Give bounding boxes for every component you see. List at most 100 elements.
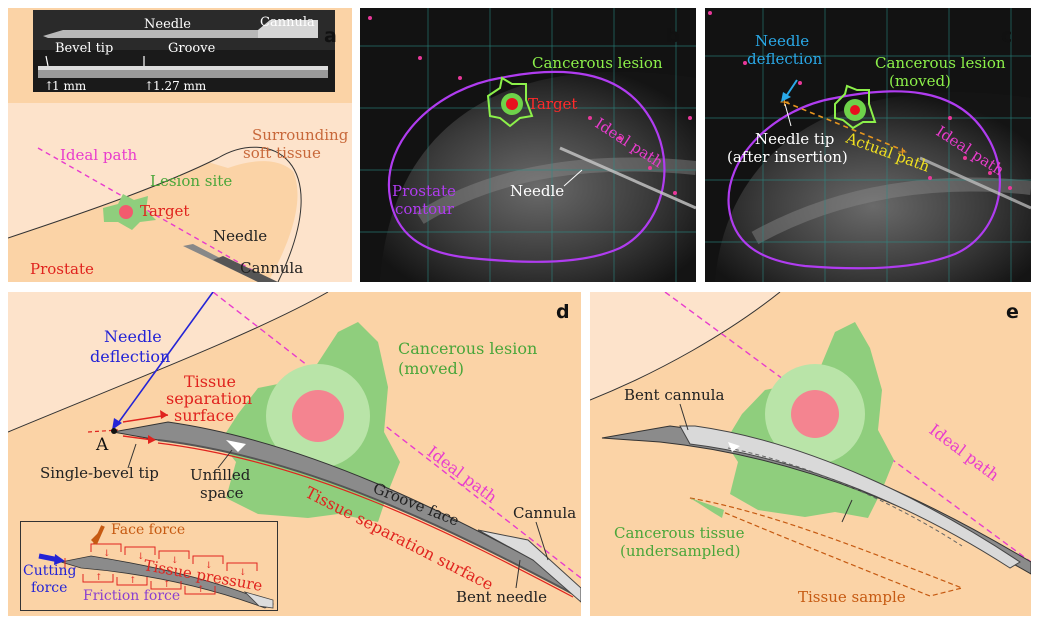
svg-text:↑: ↑ (163, 580, 171, 590)
target-label: Target (140, 202, 189, 220)
soft-tissue-region (590, 292, 780, 400)
target-dot (791, 390, 839, 438)
needle-tip-label-1: Needle tip (755, 130, 834, 148)
tissue-sep-label-2: separation (166, 389, 252, 408)
panel-b-ultrasound: Cancerous lesion Target Ideal path Needl… (360, 8, 696, 282)
needle-deflection-label-1: Needle (755, 32, 809, 50)
prostate-boundary (590, 292, 781, 401)
single-bevel-label: Single-bevel tip (40, 464, 159, 482)
panel-e-diagram: Bent cannula Ideal path Cancerous tissue… (590, 292, 1031, 606)
soft-tissue-region (8, 292, 328, 432)
bent-cannula-label: Bent cannula (624, 386, 724, 404)
panel-a-letter: a (324, 25, 337, 47)
panel-c-ultrasound: + + Needle deflection Cancerous lesion (… (705, 8, 1031, 282)
svg-text:↓: ↓ (171, 556, 179, 566)
panel-b-letter: b (666, 25, 680, 47)
tissue-sample-outline (689, 497, 964, 597)
ideal-path-label: Ideal path (60, 146, 137, 164)
cannula-shape (477, 529, 581, 603)
unfilled-space (226, 440, 246, 452)
lesion-outline (834, 84, 877, 130)
prostate-boundary (8, 146, 302, 282)
tissue-sep-label-3: surface (174, 406, 234, 425)
force-inset: ↓↓↓↓↓ ↑↑↑↑ Face force Tissue pressure Cu… (20, 521, 278, 611)
panel-e: Bent cannula Ideal path Cancerous tissue… (590, 292, 1031, 616)
needle-deflection-label-2: deflection (90, 347, 170, 366)
ideal-path-line (37, 147, 274, 282)
panel-c-letter: c (1001, 25, 1012, 47)
cancerous-lesion-label-1: Cancerous lesion (398, 339, 537, 358)
svg-text:↓: ↓ (103, 549, 111, 559)
target-dot (119, 205, 133, 219)
cancerous-lesion-label-2: (moved) (889, 72, 951, 90)
prostate-contour (387, 70, 666, 263)
ideal-path-line (664, 292, 1031, 563)
panel-a-diagram: Needle Cannula Bevel tip Groove 1 mm 1.2… (8, 10, 352, 282)
cancerous-lesion-label: Cancerous lesion (532, 54, 663, 72)
svg-text:↓: ↓ (137, 552, 145, 562)
tissue-sep-label-1: Tissue (184, 372, 236, 391)
photo-cannula (258, 20, 318, 38)
panel-c: + + Needle deflection Cancerous lesion (… (705, 8, 1031, 282)
panel-d-diagram: Needle deflection Cancerous lesion (move… (8, 292, 581, 606)
cancerous-lesion-label-1: Cancerous lesion (875, 54, 1006, 72)
photo-dim2-label: 1.27 mm (153, 79, 207, 93)
panel-d: Needle deflection Cancerous lesion (move… (8, 292, 581, 616)
needle-label: Needle (213, 227, 267, 245)
face-force-arrow (93, 525, 105, 545)
needle-echo (559, 146, 696, 210)
needle-tip-label-2: (after insertion) (727, 148, 848, 166)
surrounding-label-2: soft tissue (243, 144, 321, 162)
lesion-site-label: Lesion site (150, 172, 232, 190)
cancerous-tissue-label-1: Cancerous tissue (614, 524, 745, 542)
point-a-label: A (95, 435, 109, 455)
needle-label: Needle (510, 182, 564, 200)
cancerous-tissue-label-2: (undersampled) (620, 542, 740, 560)
panel-e-letter: e (1006, 301, 1019, 323)
panel-a: Needle Cannula Bevel tip Groove 1 mm 1.2… (8, 8, 352, 282)
lesion-outline (486, 76, 534, 128)
photo-groove-label: Groove (168, 41, 216, 56)
face-force-label: Face force (111, 522, 185, 538)
photo-needle (43, 30, 318, 38)
undersampled-tissue (690, 498, 724, 518)
actual-path-line (784, 101, 906, 152)
ideal-path-line (212, 292, 581, 579)
svg-text:↑: ↑ (197, 585, 205, 595)
cannula-label: Cannula (240, 259, 303, 277)
svg-text:↑: ↑ (144, 79, 154, 93)
bent-cannula-shape (679, 425, 1021, 569)
force-inset-diagram: ↓↓↓↓↓ ↑↑↑↑ Face force Tissue pressure Cu… (23, 522, 274, 609)
needle-deflection-label-1: Needle (104, 327, 162, 346)
ideal-path-label: Ideal path (424, 442, 501, 507)
photo-needle-label: Needle (144, 17, 191, 32)
bent-needle-label: Bent needle (456, 588, 547, 606)
point-a-dot (111, 428, 117, 434)
prostate-label: Prostate (30, 260, 94, 278)
needle-deflection-label-2: deflection (747, 50, 823, 68)
svg-text:+: + (779, 95, 790, 110)
svg-text:↓: ↓ (239, 568, 247, 578)
prostate-contour-label-2: contour (395, 200, 455, 218)
cannula-shape (213, 256, 278, 282)
prostate-contour-label-1: Prostate (392, 182, 456, 200)
photo-cannula-label: Cannula (260, 15, 315, 30)
prostate-contour (727, 90, 1001, 270)
svg-text:↑: ↑ (95, 573, 103, 583)
prostate-boundary (8, 292, 329, 433)
unfilled-label-2: space (200, 484, 244, 502)
target-dot (506, 98, 518, 110)
unfilled-label-1: Unfilled (190, 466, 251, 484)
photo-dim1-label: 1 mm (52, 79, 87, 93)
svg-text:↑: ↑ (44, 79, 54, 93)
svg-text:↓: ↓ (205, 561, 213, 571)
photo-bevel-tip-label: Bevel tip (55, 41, 113, 56)
cancerous-lesion-label-2: (moved) (398, 359, 464, 378)
deflection-arrow (115, 292, 214, 427)
svg-text:+: + (897, 145, 908, 160)
cutting-force-label-1: Cutting (23, 563, 76, 579)
panel-b: Cancerous lesion Target Ideal path Needl… (360, 8, 696, 282)
ideal-path-label: Ideal path (926, 420, 1003, 485)
tissue-separation-line (157, 442, 574, 598)
surrounding-label-1: Surrounding (252, 126, 349, 144)
